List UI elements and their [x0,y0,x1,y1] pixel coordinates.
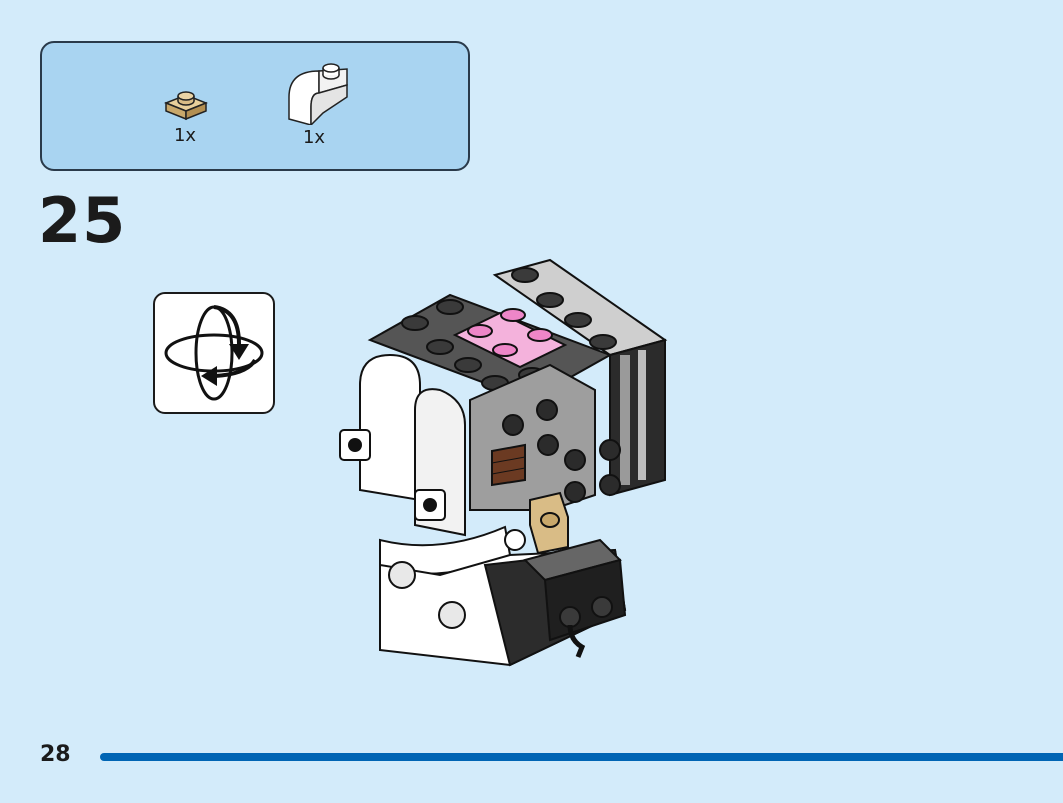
rotate-model-icon [164,305,264,401]
part-quantity: 1x [173,125,197,146]
model-illustration [339,258,668,667]
parts-callout: 1x 1x [40,41,470,171]
part-quantity: 1x [302,127,326,148]
progress-bar [100,753,1063,761]
page-number: 28 [40,742,71,767]
step-number: 25 [38,184,127,257]
part-item-tan-plate: 1x [160,87,210,146]
rotate-instruction-box [153,292,275,414]
part-item-white-slope: 1x [274,63,354,148]
tan-plate-1x1-icon [163,91,208,121]
white-curved-slope-icon [288,63,348,125]
